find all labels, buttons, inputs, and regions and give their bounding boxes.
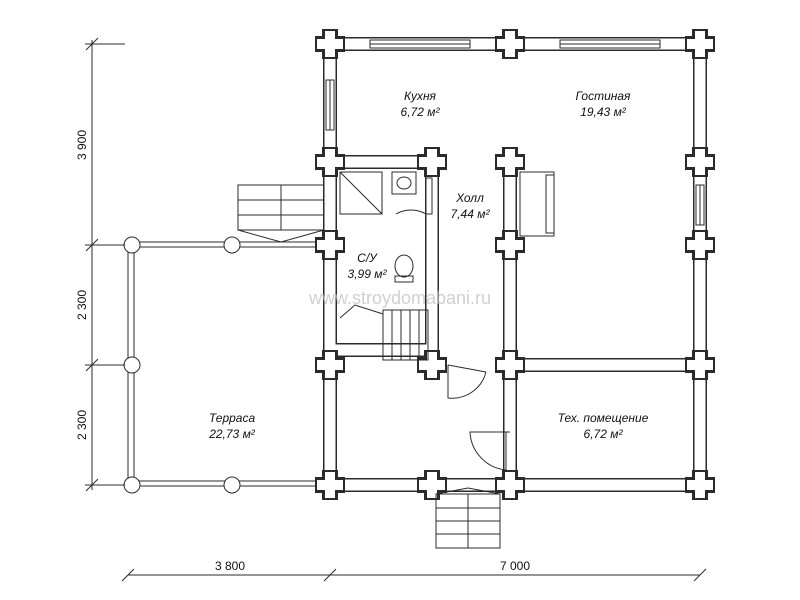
terrace-area: 22,73 м²: [208, 427, 256, 441]
dim-left-bottom: 2 300: [75, 410, 89, 440]
bathroom-fixtures: [339, 171, 433, 283]
watermark: www.stroydomabani.ru: [308, 288, 491, 308]
dim-bottom-left: 3 800: [215, 559, 245, 573]
tech-area: 6,72 м²: [584, 427, 624, 441]
entrance-stairs: [435, 487, 501, 549]
kitchen-area: 6,72 м²: [401, 105, 441, 119]
windows: [325, 39, 705, 226]
living-name: Гостиная: [576, 89, 631, 103]
dim-left-top: 3 900: [75, 130, 89, 160]
bathroom-area: 3,99 м²: [348, 267, 388, 281]
internal-stairs: [339, 304, 429, 361]
terrace-outline: [123, 236, 329, 494]
dim-bottom-right: 7 000: [500, 559, 530, 573]
dim-left-middle: 2 300: [75, 290, 89, 320]
terrace-name: Терраса: [209, 411, 256, 425]
side-stairs: [237, 184, 325, 243]
dimension-lines: [85, 37, 707, 582]
kitchen-name: Кухня: [404, 89, 437, 103]
hall-area: 7,44 м²: [451, 207, 491, 221]
stove: [519, 171, 555, 237]
log-joints: [315, 29, 715, 500]
living-area: 19,43 м²: [580, 105, 627, 119]
bathroom-name: С/У: [357, 251, 378, 265]
tech-name: Тех. помещение: [558, 411, 649, 425]
hall-name: Холл: [455, 191, 484, 205]
doors: [447, 364, 510, 471]
